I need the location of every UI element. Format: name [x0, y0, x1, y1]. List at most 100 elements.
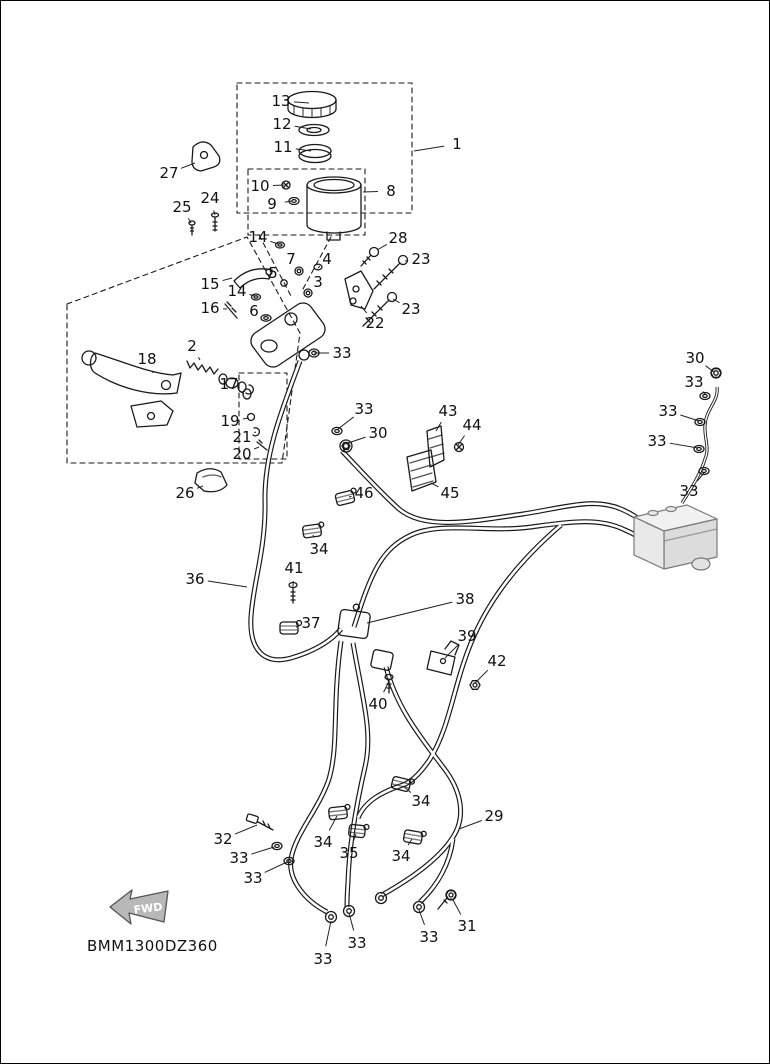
part-label-23: 23	[411, 250, 430, 268]
mid-fittings-art	[279, 425, 481, 694]
leader-line	[254, 431, 257, 434]
part-label-38: 38	[455, 590, 474, 608]
leader-line	[187, 218, 192, 224]
leader-line	[207, 580, 248, 588]
leader-line	[353, 833, 357, 841]
part-label-30: 30	[368, 424, 387, 442]
part-label-33: 33	[658, 402, 677, 420]
part-label-33: 33	[647, 432, 666, 450]
part-label-27: 27	[159, 164, 178, 182]
leader-line	[295, 625, 299, 628]
part-label-33: 33	[684, 373, 703, 391]
leader-line	[234, 824, 258, 835]
leader-line	[284, 200, 293, 203]
leader-line	[435, 421, 442, 432]
leader-line	[430, 482, 439, 488]
leader-line	[362, 190, 379, 193]
leader-line	[452, 899, 462, 915]
part-label-31: 31	[457, 917, 476, 935]
leader-line	[383, 680, 390, 693]
part-label-34: 34	[411, 792, 430, 810]
part-label-21: 21	[232, 428, 251, 446]
part-label-26: 26	[175, 484, 194, 502]
fwd-arrow: FWD	[109, 889, 169, 925]
leader-line	[249, 293, 256, 297]
bracket-and-screws-art	[188, 141, 221, 236]
part-label-36: 36	[185, 570, 204, 588]
part-label-7: 7	[286, 250, 296, 268]
leader-line	[348, 912, 355, 931]
part-label-15: 15	[200, 275, 219, 293]
brake-hoses-outline	[251, 361, 648, 912]
part-label-33: 33	[229, 849, 248, 867]
part-label-1: 1	[452, 135, 462, 153]
part-label-43: 43	[438, 402, 457, 420]
part-label-28: 28	[388, 229, 407, 247]
leader-line	[669, 442, 699, 449]
diagram-code: BMM1300DZ360	[87, 937, 218, 955]
leader-line	[196, 485, 204, 489]
leader-line	[696, 472, 705, 482]
part-label-33: 33	[332, 344, 351, 362]
part-label-33: 33	[347, 934, 366, 952]
part-label-30: 30	[685, 349, 704, 367]
part-label-12: 12	[272, 115, 291, 133]
part-label-33: 33	[419, 928, 438, 946]
part-label-41: 41	[284, 559, 303, 577]
part-label-29: 29	[484, 807, 503, 825]
leader-line	[180, 162, 196, 169]
leader-line	[317, 265, 321, 269]
part-label-9: 9	[267, 195, 277, 213]
leader-line	[213, 210, 216, 216]
leader-line	[325, 920, 332, 947]
part-label-34: 34	[313, 833, 332, 851]
leader-line	[418, 909, 425, 925]
leader-line	[392, 298, 400, 304]
leader-line	[705, 365, 715, 373]
leader-line	[328, 815, 338, 831]
part-label-14: 14	[227, 282, 246, 300]
part-label-23: 23	[401, 300, 420, 318]
leader-line	[407, 838, 413, 846]
leader-line	[413, 145, 445, 152]
part-label-2: 2	[187, 337, 197, 355]
leader-line	[474, 669, 489, 684]
leader-line	[337, 416, 355, 430]
leader-line	[348, 495, 352, 498]
part-label-13: 13	[271, 92, 290, 110]
leader-line	[253, 446, 260, 450]
part-label-24: 24	[200, 189, 219, 207]
leader-line	[270, 240, 279, 245]
bottom-fittings-art	[245, 775, 457, 924]
brake-hoses-core	[249, 359, 650, 914]
part-label-4: 4	[322, 250, 332, 268]
leader-line	[151, 370, 154, 374]
part-label-33: 33	[243, 869, 262, 887]
leader-line	[402, 785, 412, 794]
part-label-42: 42	[487, 652, 506, 670]
part-label-34: 34	[309, 540, 328, 558]
leader-line	[198, 357, 201, 361]
leader-line	[458, 820, 482, 830]
part-label-33: 33	[679, 482, 698, 500]
part-label-11: 11	[273, 138, 292, 156]
leader-line	[222, 277, 233, 282]
reservoir-assembly-art	[281, 90, 362, 241]
leader-line	[376, 244, 387, 251]
part-label-16: 16	[200, 299, 219, 317]
part-label-20: 20	[232, 445, 251, 463]
part-label-22: 22	[365, 314, 384, 332]
master-cylinder-art	[224, 241, 409, 368]
part-label-39: 39	[457, 627, 476, 645]
abs-unit-art	[633, 504, 718, 571]
part-label-33: 33	[354, 400, 373, 418]
part-label-33: 33	[313, 950, 332, 968]
part-label-25: 25	[172, 198, 191, 216]
leader-line	[251, 846, 275, 855]
leader-line	[239, 390, 245, 395]
part-label-19: 19	[220, 412, 239, 430]
leader-line	[444, 644, 459, 659]
part-label-3: 3	[313, 273, 323, 291]
